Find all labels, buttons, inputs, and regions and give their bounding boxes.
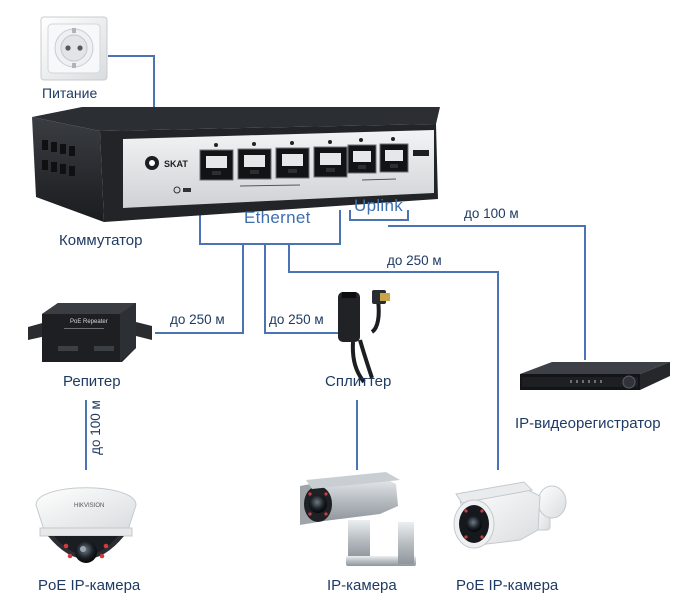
distance-switch-bullet: до 250 м (387, 253, 442, 268)
uplink-bracket (349, 210, 409, 221)
splitter-icon (338, 290, 390, 384)
svg-text:HIKVISION: HIKVISION (74, 503, 104, 509)
power-label: Питание (42, 85, 98, 101)
line-switch-splitter (264, 244, 338, 334)
repeater-label: Репитер (63, 373, 121, 390)
dome-camera-icon: HIKVISION (35, 487, 137, 563)
distance-switch-repeater: до 250 м (170, 312, 225, 327)
line-switch-bullet (288, 244, 499, 470)
splitter-label: Сплиттер (325, 373, 392, 390)
distance-repeater-dome: до 100 м (87, 400, 103, 455)
ethernet-label: Ethernet (244, 208, 311, 227)
power-line (108, 55, 155, 107)
poe-camera-bullet-label: PoE IP-камера (456, 577, 559, 594)
svg-text:SKAT: SKAT (164, 159, 188, 169)
switch-label: Коммутатор (59, 232, 143, 249)
ethernet-bracket (199, 210, 341, 245)
poe-bullet-camera-icon (453, 481, 567, 549)
nvr-icon (520, 362, 670, 390)
repeater-icon: PoE Repeater (28, 303, 152, 362)
uplink-label: Uplink (354, 196, 404, 215)
connection-lines (85, 55, 586, 470)
svg-text:PoE Repeater: PoE Repeater (70, 319, 108, 325)
distance-switch-splitter: до 250 м (269, 312, 324, 327)
nvr-label: IP-видеорегистратор (515, 415, 661, 432)
distance-uplink-nvr: до 100 м (464, 206, 519, 221)
power-outlet-icon (40, 16, 108, 81)
ip-camera-label: IP-камера (327, 577, 397, 594)
poe-camera-dome-label: PoE IP-камера (38, 577, 141, 594)
line-switch-repeater (155, 244, 244, 334)
ip-camera-icon (300, 472, 416, 566)
switch-icon: SKAT (32, 107, 440, 222)
line-uplink-nvr (388, 225, 586, 360)
